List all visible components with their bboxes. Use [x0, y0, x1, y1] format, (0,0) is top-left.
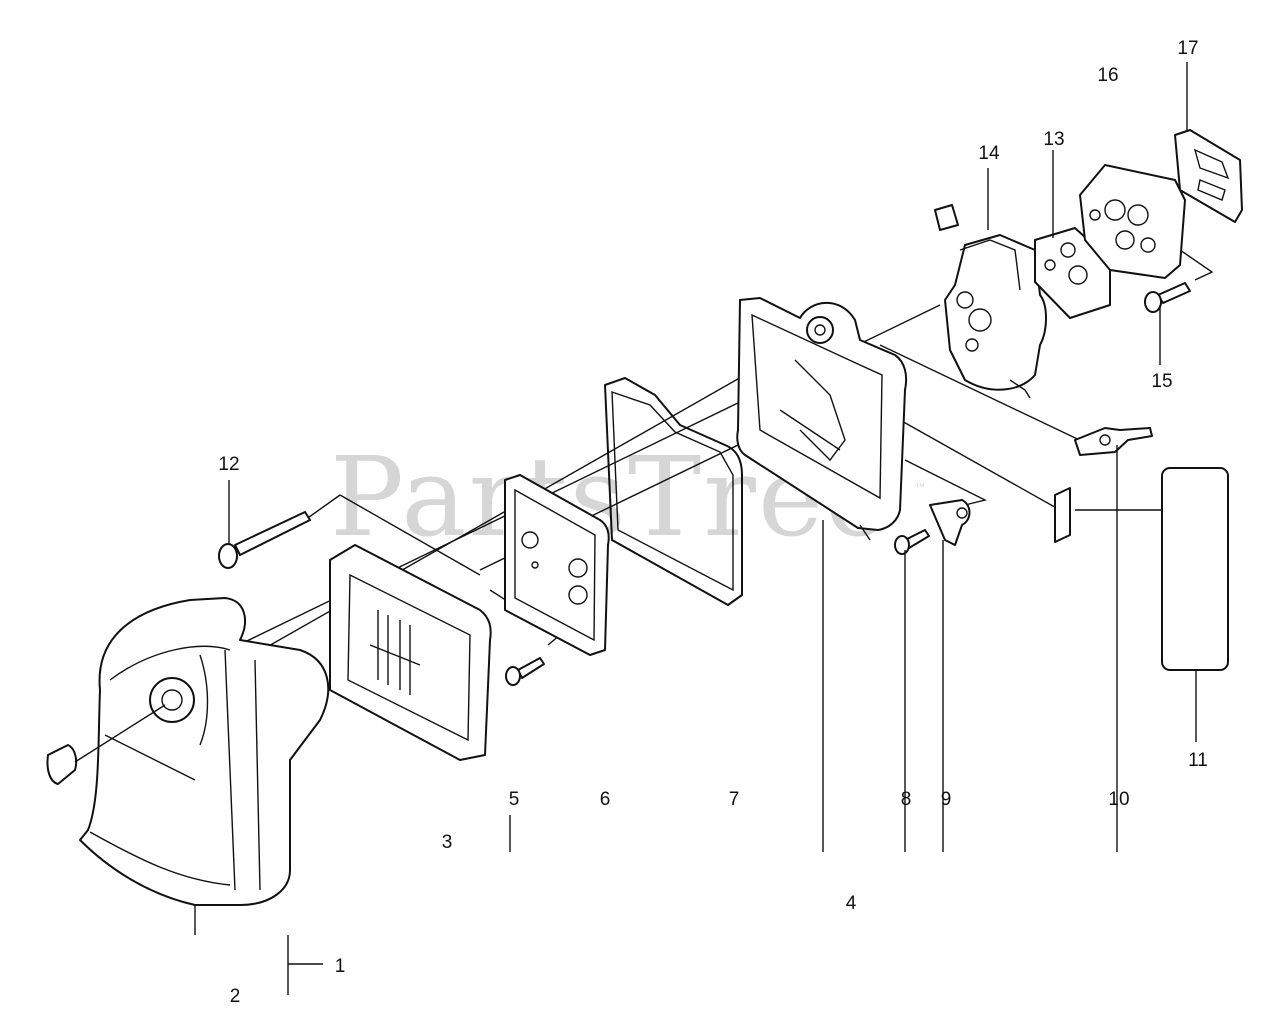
carburetor-gasket	[1034, 227, 1111, 319]
callout-8: 8	[901, 789, 912, 810]
pump-cover	[1079, 164, 1186, 279]
carburetor-screw	[1144, 282, 1191, 313]
filter-gasket-plate	[504, 474, 610, 656]
callout-16: 16	[1097, 65, 1118, 86]
callout-2: 2	[230, 986, 241, 1007]
callout-12: 12	[218, 454, 239, 475]
callout-9: 9	[941, 789, 952, 810]
callout-6: 6	[600, 789, 611, 810]
decal-sheet	[1161, 467, 1229, 671]
lever-connector	[1074, 427, 1153, 456]
small-label-plate	[1054, 487, 1071, 543]
bracket-9	[929, 499, 971, 546]
callout-11: 11	[1188, 750, 1208, 771]
callout-7: 7	[729, 789, 740, 810]
seal-gasket	[604, 377, 743, 606]
callout-3: 3	[442, 832, 453, 853]
pump-gasket	[1174, 129, 1243, 223]
callout-4: 4	[846, 893, 857, 914]
long-screw	[218, 511, 311, 569]
intake-body	[736, 297, 908, 541]
cover-knob	[46, 704, 166, 785]
carburetor	[934, 204, 1047, 399]
callout-17: 17	[1177, 38, 1198, 59]
small-screw-8	[894, 529, 930, 555]
callout-1: 1	[335, 956, 346, 977]
air-filter-element	[329, 544, 492, 761]
callout-10: 10	[1108, 789, 1129, 810]
callout-leaders	[194, 62, 1197, 995]
callout-13: 13	[1043, 129, 1064, 150]
callout-14: 14	[978, 143, 1000, 164]
watermark-trademark: ™	[915, 482, 925, 493]
callout-labels: 1 2 3 4 5 6 7 8 9 10 11 12 13 14 15 16 1…	[218, 38, 1207, 1007]
small-screw-5	[505, 657, 545, 686]
callout-15: 15	[1151, 371, 1172, 392]
callout-5: 5	[509, 789, 520, 810]
air-filter-cover	[79, 597, 330, 906]
